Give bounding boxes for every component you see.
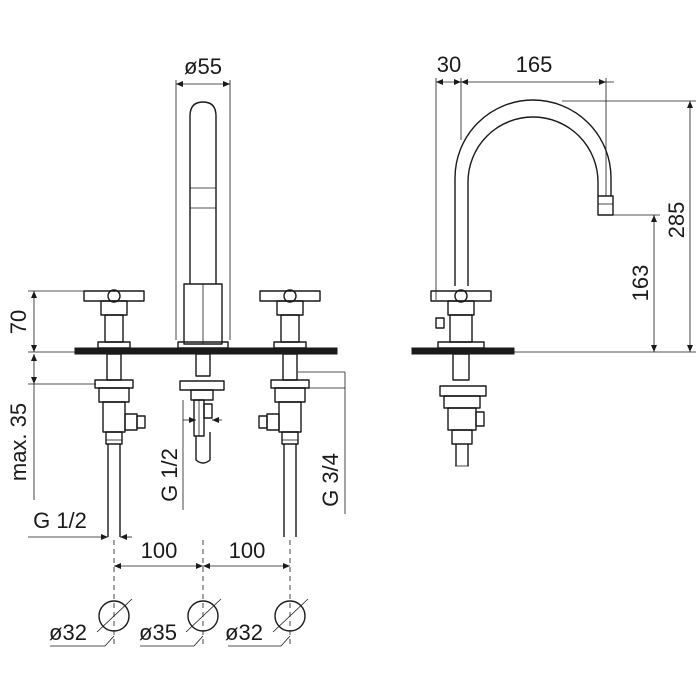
dim-total-height: 285 (514, 100, 696, 353)
dim-spacing-left-label: 100 (141, 538, 178, 563)
dim-total-height-label: 285 (664, 202, 689, 239)
dim-left-thread: G 1/2 (28, 508, 132, 540)
dim-max-counter-thickness-label: max. 35 (6, 403, 31, 481)
spout-front (177, 101, 229, 349)
dim-reach-label: 165 (516, 52, 553, 77)
dim-side-thread: G 3/4 (298, 371, 346, 514)
center-connection (179, 353, 225, 464)
right-handle-front (259, 289, 321, 349)
dim-hole-right-label: ø32 (225, 620, 263, 645)
side-view: 30 165 285 163 (411, 52, 696, 467)
dim-center-thread: G 1/2 (157, 400, 222, 510)
dim-offset-label: 30 (437, 52, 461, 77)
dim-handle-height: 70 (6, 290, 90, 353)
dim-hole-spacing: 100 100 (114, 538, 290, 569)
dim-spout-height: 163 (613, 214, 660, 352)
dim-side-thread-label: G 3/4 (318, 453, 343, 507)
dim-spacing-right-label: 100 (229, 538, 266, 563)
dim-spout-height-label: 163 (628, 265, 653, 302)
front-view: ø55 70 max. 35 G 1/2 (6, 54, 346, 648)
dim-hole-center-label: ø35 (139, 620, 177, 645)
dim-hole-diameters: ø32 ø35 ø32 (49, 620, 263, 645)
dim-spout-diameter-label: ø55 (184, 54, 222, 79)
side-body-below (439, 353, 487, 467)
countertop-side (411, 347, 515, 355)
dim-left-thread-label: G 1/2 (33, 508, 87, 533)
dim-spout-diameter: ø55 (175, 54, 231, 340)
hole-circles (50, 598, 309, 647)
countertop-front (74, 347, 338, 355)
spout-side (454, 99, 614, 286)
dim-max-counter-thickness: max. 35 (6, 354, 96, 500)
left-handle-front (83, 289, 145, 349)
dim-handle-height-label: 70 (6, 310, 31, 334)
handle-side (430, 289, 492, 349)
dim-reach: 30 165 (435, 52, 614, 300)
dim-center-thread-label: G 1/2 (157, 448, 182, 502)
dim-hole-left-label: ø32 (49, 620, 87, 645)
right-valve-body (258, 353, 310, 537)
left-valve-body (94, 353, 146, 537)
